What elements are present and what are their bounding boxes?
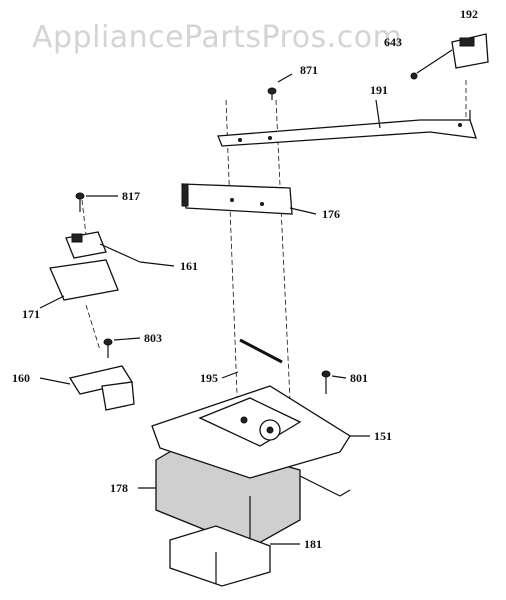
part-160-bracket[interactable] [39,365,135,411]
part-171-plate[interactable] [39,259,119,309]
callout-176: 176 [322,207,340,221]
callout-labels: 192 643 871 191 817 176 161 171 803 160 … [12,7,478,551]
part-192-bracket[interactable] [410,33,489,80]
callout-871: 871 [300,63,318,77]
part-161-switch[interactable] [65,231,175,267]
callout-195: 195 [200,371,218,385]
part-191-bar[interactable] [217,99,477,147]
part-181-block[interactable] [169,525,300,587]
callout-178: 178 [110,481,128,495]
watermark: AppliancePartsPros.com [32,20,403,55]
callout-151: 151 [374,429,392,443]
callout-643: 643 [384,35,402,49]
callout-817: 817 [122,189,140,203]
assembly-guide-lines [81,80,467,421]
part-871-screw[interactable] [267,73,293,100]
callout-160: 160 [12,371,30,385]
part-176-bracket[interactable] [181,183,317,215]
part-817-screw[interactable] [75,192,118,212]
part-803-screw[interactable] [103,337,141,358]
part-151-mechanism[interactable] [151,385,370,497]
callout-192: 192 [460,7,478,21]
callout-171: 171 [22,307,40,321]
callout-801: 801 [350,371,368,385]
callout-803: 803 [144,331,162,345]
part-801-screw[interactable] [321,370,347,394]
callout-161: 161 [180,259,198,273]
callout-181: 181 [304,537,322,551]
callout-191: 191 [370,83,388,97]
part-195-rod[interactable] [221,338,283,379]
